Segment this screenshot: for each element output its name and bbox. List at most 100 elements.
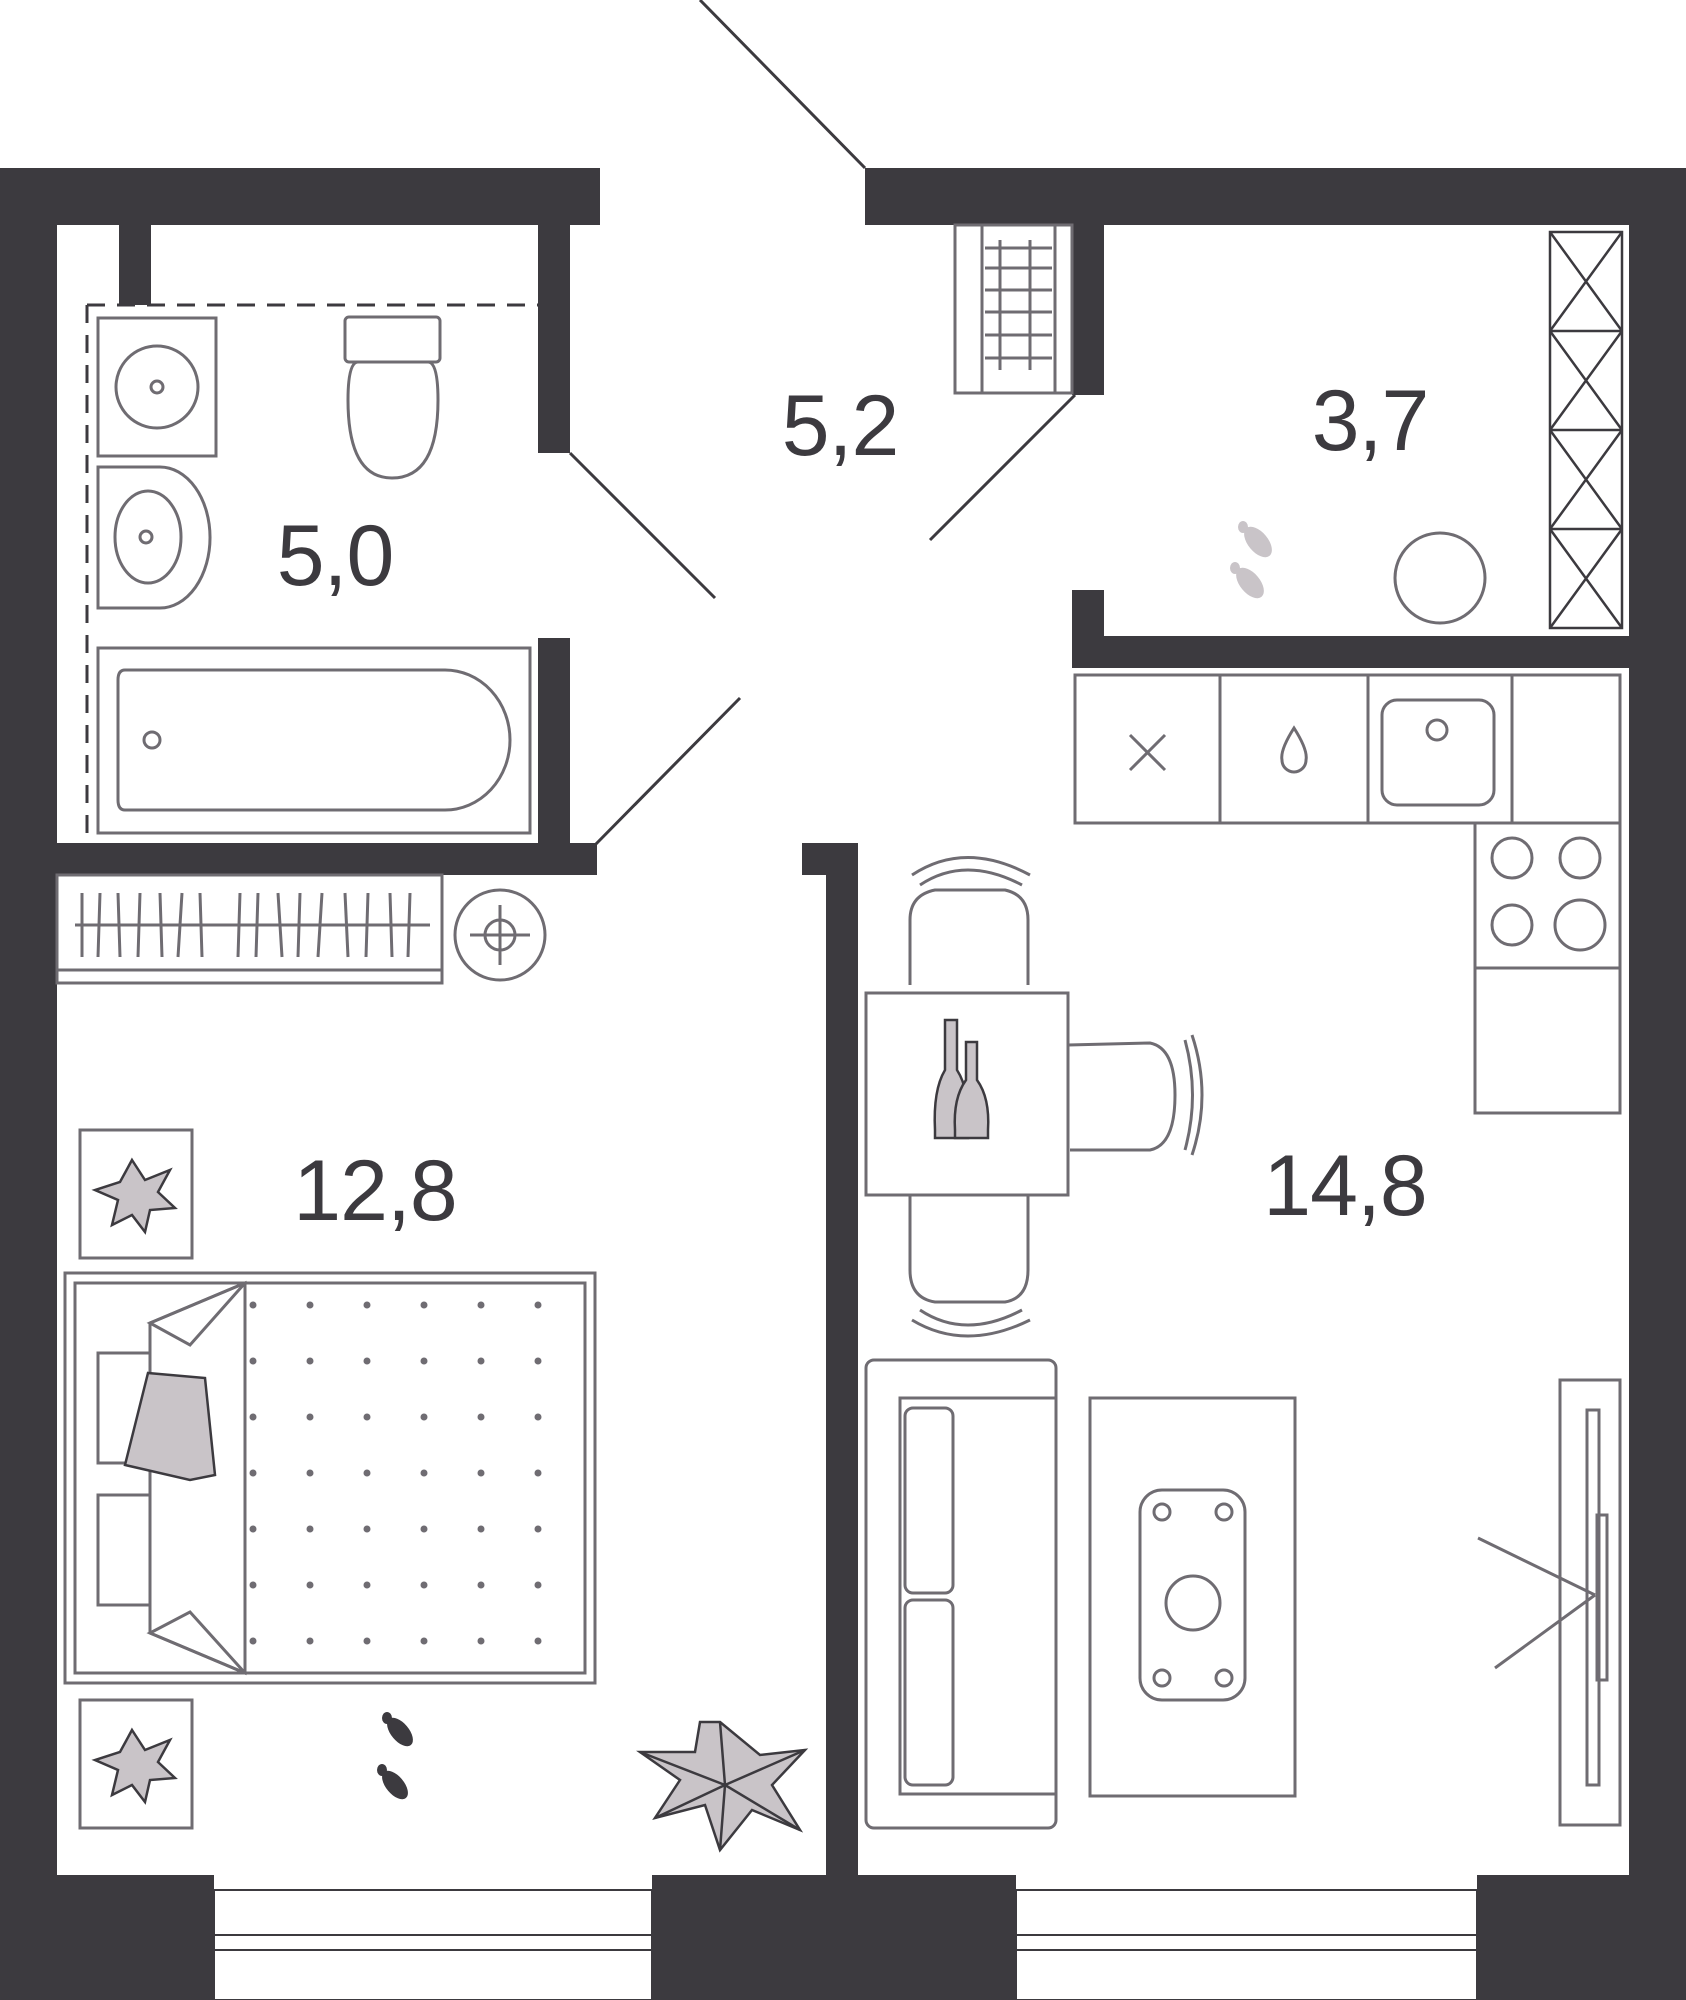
entrance-door: [698, 0, 867, 170]
wardrobe-shelves-icon: [1548, 230, 1624, 630]
bed-pattern-dot: [534, 1581, 542, 1589]
bedroom-door: [592, 696, 742, 848]
window-living: [1015, 1889, 1478, 2000]
washbasin-icon: [96, 465, 212, 610]
wall-corner-block: [57, 225, 119, 273]
bed-pattern-dot: [477, 1525, 485, 1533]
bed-icon: [63, 1271, 597, 1685]
windows: [213, 1889, 1478, 2000]
nightstand-bottom-icon: [78, 1698, 194, 1830]
bed-pattern-dot: [477, 1581, 485, 1589]
bed-pattern-dot: [363, 1525, 371, 1533]
toilet-icon: [343, 315, 442, 480]
bed-pattern-dot: [306, 1301, 314, 1309]
wall-bath-right-lower: [538, 638, 570, 846]
bed-pattern-dot: [306, 1581, 314, 1589]
bed-pattern-dot: [477, 1413, 485, 1421]
bed-pattern-dot: [477, 1469, 485, 1477]
stove-icon: [1490, 836, 1607, 952]
dishwasher-icon: [1128, 733, 1167, 772]
bed-pattern-dot: [477, 1301, 485, 1309]
chair-top-icon: [908, 856, 1031, 985]
coffee-table-icon: [1088, 1396, 1297, 1798]
bed-pattern-dot: [363, 1357, 371, 1365]
kitchen-living-area: 14,8: [1263, 1138, 1426, 1234]
sofa-icon: [864, 1358, 1058, 1830]
floor-plant-icon: [636, 1720, 809, 1853]
bed-pattern-dot: [306, 1525, 314, 1533]
footprints-icon: [1230, 521, 1272, 599]
round-table-icon: [1393, 531, 1487, 625]
bed-pattern-dot: [420, 1301, 428, 1309]
nightstand-top-icon: [78, 1128, 194, 1260]
bed-pattern-dot: [249, 1357, 257, 1365]
wall-bath-stub: [119, 225, 151, 305]
bed-pattern-dot: [306, 1413, 314, 1421]
bed-pattern-dot: [249, 1301, 257, 1309]
bed-pattern-dot: [249, 1413, 257, 1421]
bedroom: 12,8: [55, 873, 809, 1853]
wall-left: [0, 168, 57, 2000]
wall-top-right: [865, 168, 1686, 225]
bed-pattern-dot: [534, 1525, 542, 1533]
bed-pattern-dot: [534, 1413, 542, 1421]
wall-top-left: [0, 168, 600, 225]
bed-pattern-dot: [477, 1357, 485, 1365]
bathtub-icon: [96, 646, 532, 835]
bed-pattern-dot: [420, 1637, 428, 1645]
wall-bedroom-living: [826, 843, 858, 1875]
kitchen-living: 14,8: [864, 673, 1622, 1830]
bed-pattern-dot: [249, 1525, 257, 1533]
bed-pattern-dot: [534, 1469, 542, 1477]
kitchen-counter-icon: [1073, 673, 1622, 1115]
wall-bath-bedroom: [57, 843, 597, 875]
bed-pattern-dot: [363, 1469, 371, 1477]
shoe-rack-icon: [953, 223, 1074, 395]
storage-room: 3,7: [1230, 230, 1624, 630]
storage-area: 3,7: [1312, 373, 1429, 469]
bed-pattern-dot: [420, 1581, 428, 1589]
bed-pattern-dot: [534, 1637, 542, 1645]
bed-pattern-dots: [249, 1301, 542, 1645]
bed-pattern-dot: [363, 1413, 371, 1421]
bed-pattern-dot: [534, 1357, 542, 1365]
footprints-icon: [377, 1712, 413, 1800]
dining-table-icon: [864, 991, 1070, 1197]
storage-door: [928, 393, 1077, 542]
wall-right: [1629, 168, 1686, 2000]
wall-bath-right-upper: [538, 225, 570, 453]
bed-pattern-dot: [534, 1301, 542, 1309]
window-bedroom: [213, 1889, 653, 2000]
chair-bottom-icon: [908, 1195, 1031, 1338]
wall-storage-left-upper: [1072, 225, 1104, 395]
wall-storage-bottom: [1072, 636, 1629, 668]
bed-pattern-dot: [420, 1469, 428, 1477]
bed-pattern-dot: [306, 1357, 314, 1365]
bed-pattern-dot: [420, 1357, 428, 1365]
bed-pattern-dot: [306, 1637, 314, 1645]
water-icon: [1280, 725, 1308, 774]
wall-bottom-1: [0, 1875, 214, 2000]
bedroom-area: 12,8: [293, 1143, 456, 1239]
bed-pattern-dot: [477, 1637, 485, 1645]
washing-machine-icon: [96, 316, 218, 458]
bed-pattern-dot: [363, 1581, 371, 1589]
wall-bottom-2: [652, 1875, 1016, 2000]
tv-unit-icon: [1477, 1378, 1622, 1827]
bed-pattern-dot: [249, 1581, 257, 1589]
bathroom: 5,0: [85, 303, 538, 843]
chair-right-icon: [1067, 1034, 1204, 1156]
bathroom-door: [568, 451, 717, 600]
bed-pattern-dot: [306, 1469, 314, 1477]
bed-pattern-dot: [420, 1413, 428, 1421]
hallway: 5,2: [782, 223, 1074, 474]
wall-bottom-3: [1477, 1875, 1686, 2000]
bed-pattern-dot: [249, 1637, 257, 1645]
wardrobe-icon: [55, 873, 444, 985]
bed-pattern-dot: [363, 1637, 371, 1645]
bathroom-area: 5,0: [277, 508, 394, 604]
hallway-area: 5,2: [782, 378, 899, 474]
bed-pattern-dot: [249, 1469, 257, 1477]
walls: [0, 168, 1686, 2000]
